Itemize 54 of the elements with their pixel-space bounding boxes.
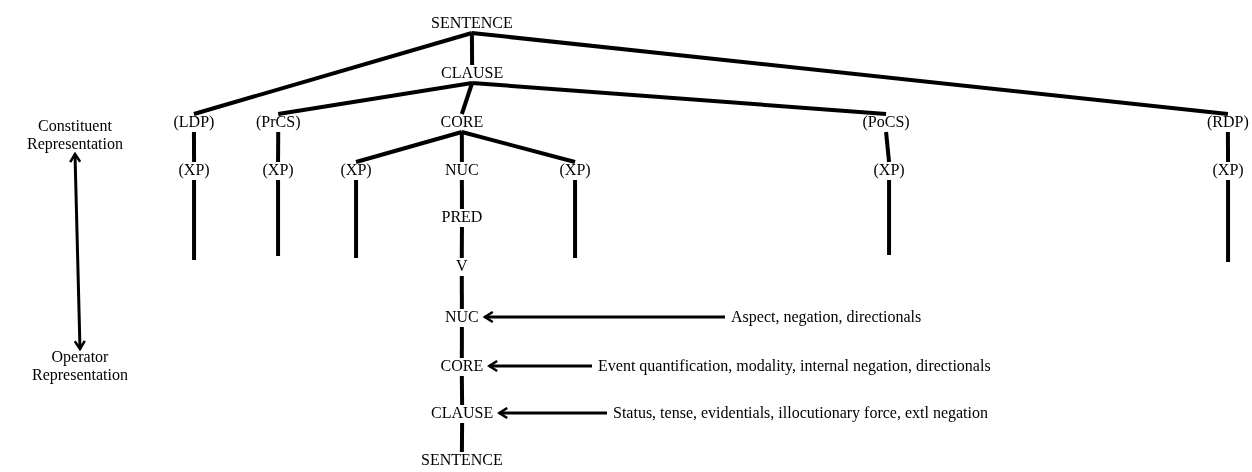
arrow	[487, 359, 592, 373]
tree-node-label: PRED	[441, 208, 483, 226]
tree-branch-line	[459, 327, 464, 358]
arrow	[68, 152, 87, 351]
arrow	[498, 406, 607, 420]
tree-branch-line	[193, 31, 473, 116]
tree-branch-line	[459, 227, 464, 258]
tree-node-label: (RDP)	[1207, 113, 1249, 131]
tree-node-label: (XP)	[340, 161, 372, 179]
tree-branch-line	[459, 276, 464, 309]
tree-branch-line	[471, 31, 1229, 116]
tree-branch-line	[459, 422, 465, 452]
tree-node-label: NUC	[445, 161, 479, 179]
tree-branch-line	[884, 131, 892, 163]
tree-branch-line	[471, 81, 887, 116]
tree-branch-line	[276, 180, 281, 256]
tree-node-label: CORE	[440, 357, 484, 375]
tree-node-label: (LDP)	[173, 113, 215, 131]
tree-branch-line	[459, 82, 474, 115]
operator-description: Event quantification, modality, internal negation, directionals	[598, 357, 991, 375]
operator-description: Aspect, negation, directionals	[731, 308, 922, 326]
tree-node-label: V	[456, 257, 468, 275]
tree-node-label: (XP)	[559, 161, 591, 179]
tree-branch-line	[1225, 132, 1231, 162]
tree-branch-line	[459, 180, 464, 209]
tree-node-label: (PoCS)	[862, 113, 910, 131]
tree-branch-line	[459, 376, 465, 406]
tree-branch-line	[887, 180, 892, 255]
tree-node-label: CLAUSE	[441, 64, 504, 82]
tree-branch-line	[459, 132, 464, 162]
arrow	[483, 310, 725, 324]
tree-branch-line	[276, 132, 281, 162]
side-label: Operator Representation	[10, 348, 150, 384]
tree-branch-line	[277, 81, 473, 116]
tree-branch-line	[1226, 180, 1231, 262]
tree-node-label: NUC	[445, 308, 479, 326]
tree-node-label: (PrCS)	[256, 113, 301, 131]
tree-node-label: CORE	[440, 113, 484, 131]
tree-branch-line	[354, 180, 359, 258]
tree-node-label: (XP)	[1212, 161, 1244, 179]
tree-node-label: (XP)	[873, 161, 905, 179]
tree-branch-line	[355, 130, 463, 164]
tree-node-label: SENTENCE	[421, 451, 503, 469]
tree-branch-line	[191, 132, 197, 162]
tree-branch-line	[192, 180, 197, 260]
tree-node-label: CLAUSE	[431, 404, 494, 422]
side-label: Constituent Representation	[5, 117, 145, 153]
operator-description: Status, tense, evidentials, illocutionary force, extl negation	[613, 404, 988, 422]
tree-branch-line	[461, 130, 576, 164]
tree-branch-line	[573, 180, 578, 258]
tree-node-label: (XP)	[262, 161, 294, 179]
tree-branch-line	[469, 33, 475, 65]
tree-node-label: (XP)	[178, 161, 210, 179]
tree-node-label: SENTENCE	[431, 14, 513, 32]
